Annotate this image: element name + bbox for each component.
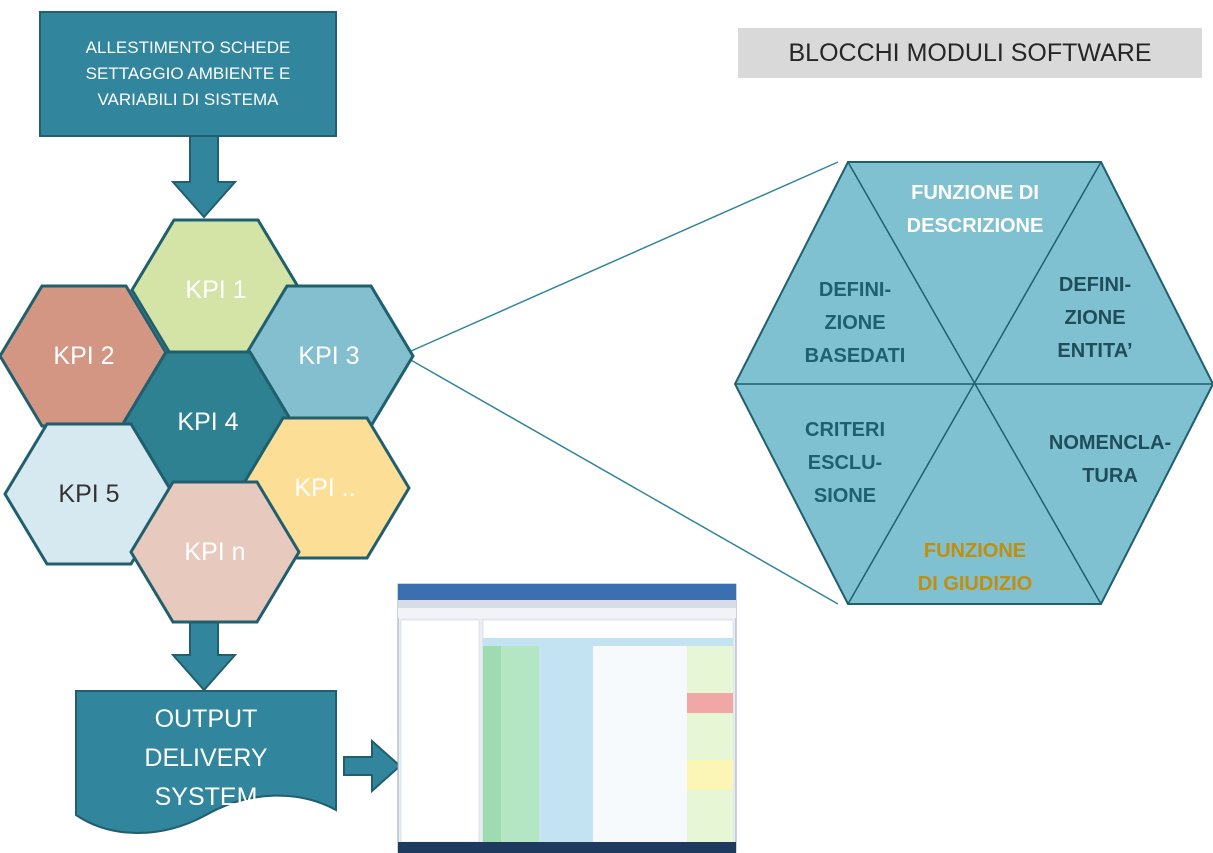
down-arrow-top [170, 135, 238, 219]
kpi-label-n: KPI n [184, 537, 246, 566]
setup-box [39, 11, 337, 137]
kpi-hex-5[interactable] [3, 422, 175, 566]
setup-line-3: VARIABILI DI SISTEMA [97, 90, 279, 109]
kpi-label-1: KPI 1 [185, 275, 247, 304]
connector-line-top [401, 161, 839, 356]
module-criteri-esclusione: CRITERI ESCLU- SIONE [805, 418, 885, 507]
output-line-2: DELIVERY [144, 743, 268, 772]
module-definizione-basedati: DEFINI- ZIONE BASEDATI [804, 278, 906, 367]
right-arrow [343, 738, 402, 794]
kpi-label-3: KPI 3 [298, 341, 360, 370]
kpi-label-4: KPI 4 [177, 407, 239, 436]
kpi-hex-n[interactable] [129, 480, 301, 624]
module-nomenclatura: NOMENCLA- TURA [1048, 432, 1172, 487]
setup-box-label: ALLESTIMENTO SCHEDE SETTAGGIO AMBIENTE E… [40, 12, 336, 136]
module-funzione-giudizio: FUNZIONE DI GIUDIZIO [917, 540, 1033, 595]
output-box-label: OUTPUT DELIVERY SYSTEM [76, 693, 336, 823]
output-line-1: OUTPUT [154, 704, 258, 733]
setup-line-2: SETTAGGIO AMBIENTE E [85, 64, 291, 83]
hex-divider-2 [847, 161, 1102, 605]
down-arrow-bottom [170, 619, 238, 692]
output-box [75, 690, 337, 834]
page-title: BLOCCHI MODULI SOFTWARE [738, 28, 1202, 78]
module-definizione-entita: DEFINI- ZIONE ENTITA’ [1057, 273, 1133, 362]
module-funzione-descrizione: FUNZIONE DI DESCRIZIONE [906, 182, 1044, 237]
report-screenshot [397, 583, 737, 853]
kpi-label-2: KPI 2 [53, 341, 115, 370]
kpi-label-6: KPI .. [294, 473, 356, 502]
output-line-3: SYSTEM [154, 782, 258, 811]
kpi-label-5: KPI 5 [58, 479, 120, 508]
setup-line-1: ALLESTIMENTO SCHEDE [85, 38, 291, 57]
connector-line-bottom [401, 354, 839, 605]
